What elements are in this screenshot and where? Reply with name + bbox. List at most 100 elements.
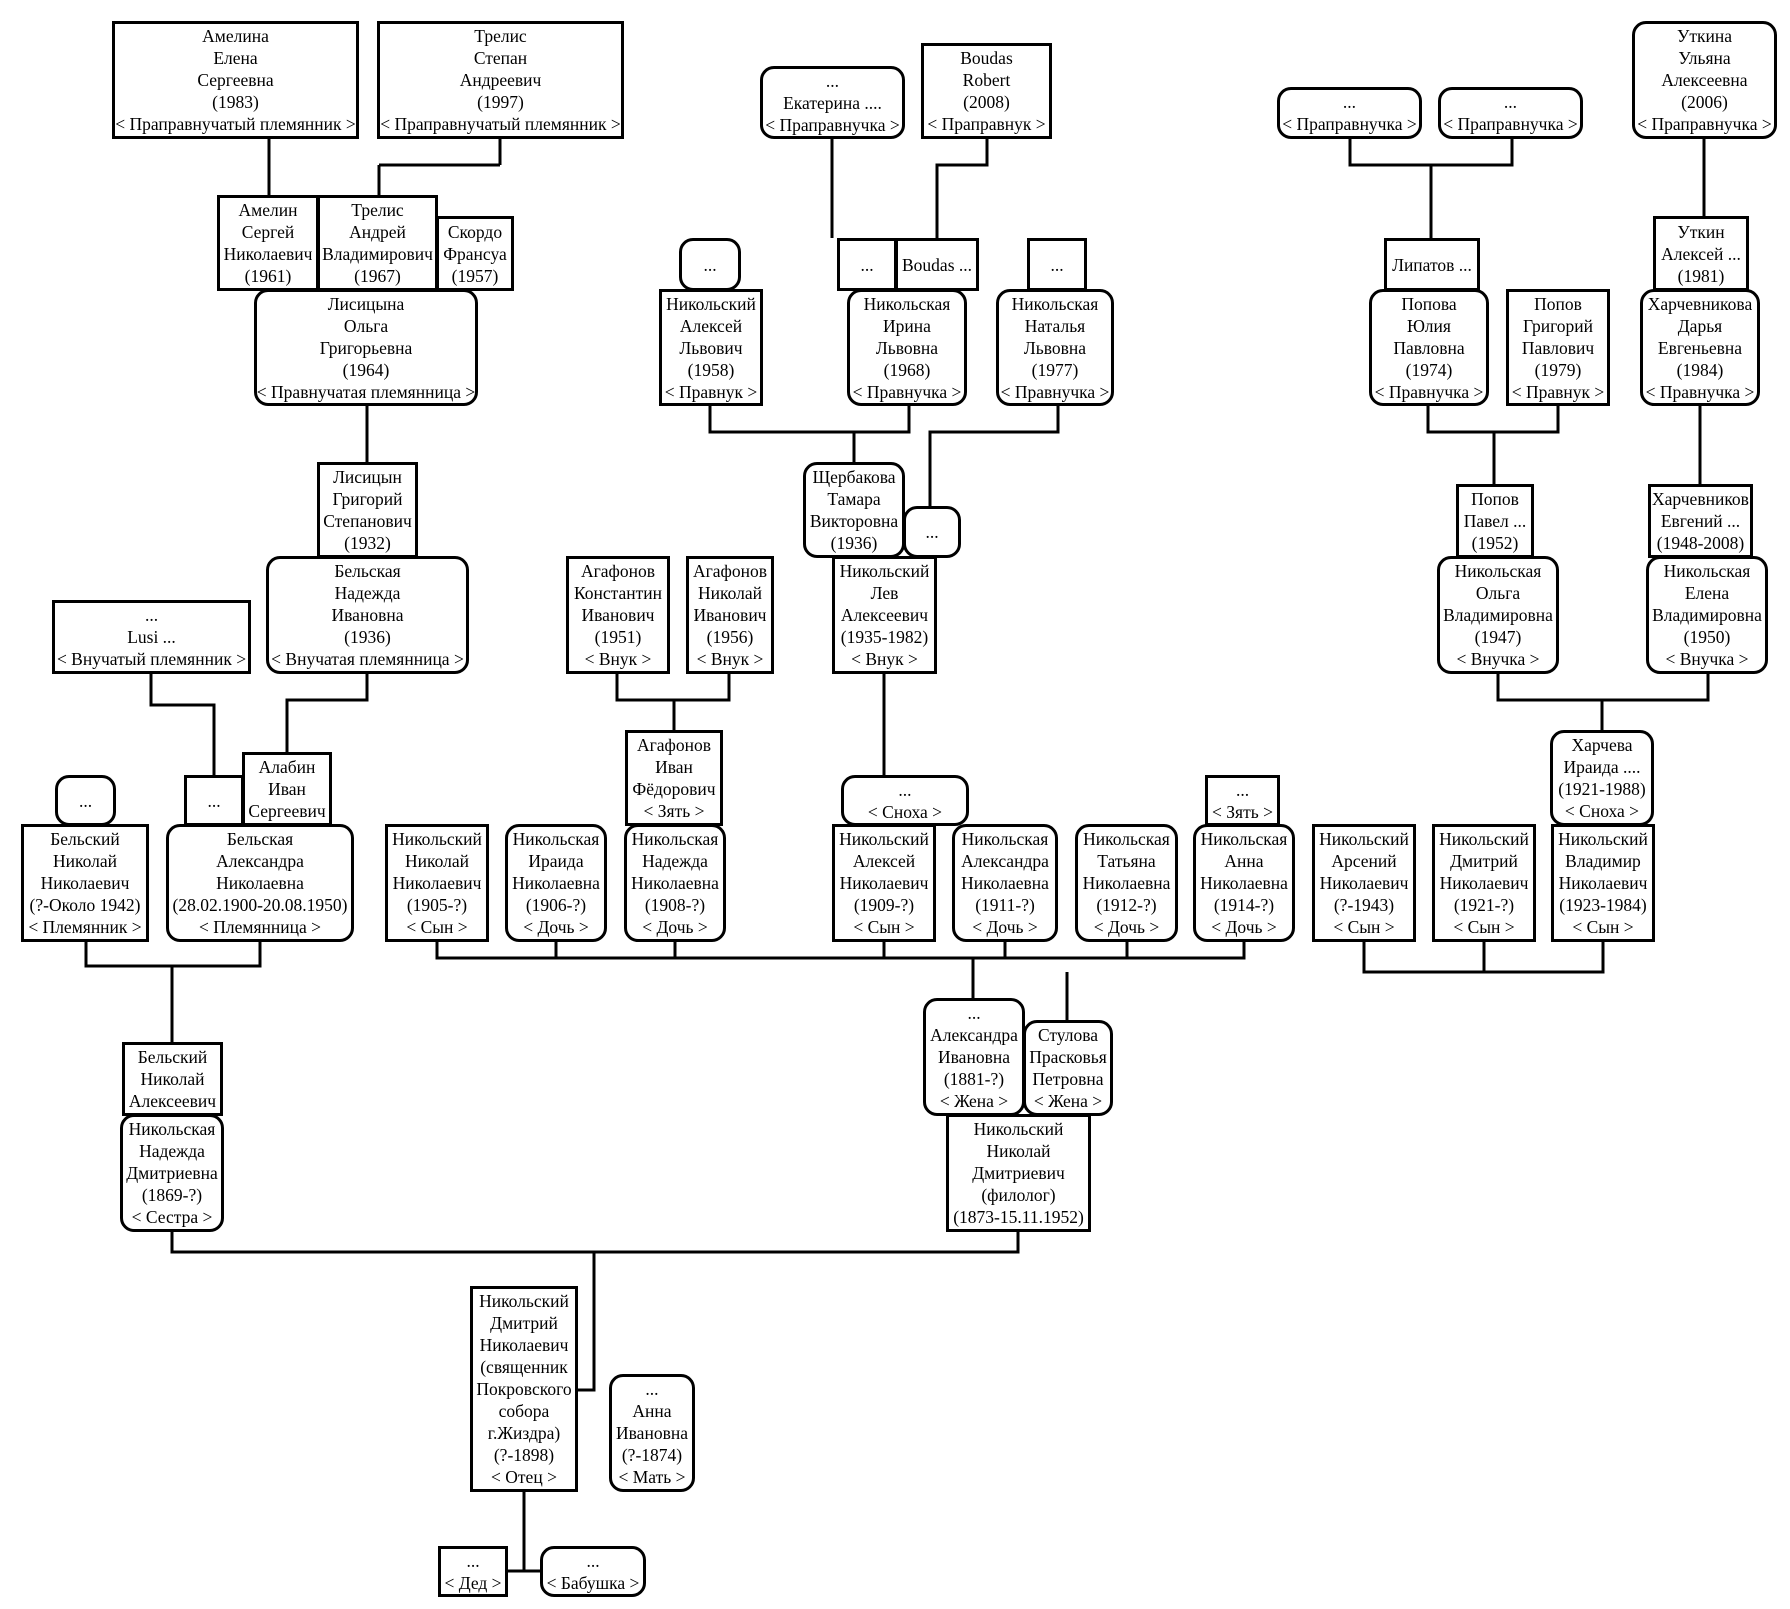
person-nikolsky-dmitry-1921[interactable]: Никольский Дмитрий Николаевич (1921-?) <… — [1432, 824, 1536, 942]
person-nikolsky-nikolay-filolog[interactable]: Никольский Николай Дмитриевич (филолог) … — [946, 1114, 1091, 1232]
person-nikolskaya-iraida[interactable]: Никольская Ираида Николаевна (1906-?) < … — [505, 824, 607, 942]
person-label: ... Lusi ... < Внучатый племянник > — [56, 605, 247, 669]
person-shcherbakova-tamara[interactable]: Щербакова Тамара Викторовна (1936) — [803, 462, 905, 558]
person-ded[interactable]: ... < Дед > — [438, 1546, 508, 1597]
person-zyat-anna[interactable]: ... < Зять > — [1205, 775, 1280, 826]
person-label: Попов Григорий Павлович (1979) < Правнук… — [1511, 293, 1605, 402]
spouse-of-irina-1[interactable]: ... — [837, 238, 897, 291]
person-nikolskaya-nadezhda-1869[interactable]: Никольская Надежда Дмитриевна (1869-?) <… — [120, 1114, 224, 1232]
person-label: Никольская Наталья Львовна (1977) < Прав… — [1000, 293, 1110, 402]
person-agafonov-konstantin[interactable]: Агафонов Константин Иванович (1951) < Вн… — [566, 556, 670, 674]
person-kharchevnikova-darya[interactable]: Харчевникова Дарья Евгеньевна (1984) < П… — [1640, 289, 1760, 406]
person-trelis-stepan[interactable]: Трелис Степан Андреевич (1997) < Праправ… — [377, 21, 624, 139]
person-label: ... — [860, 254, 874, 275]
person-nikolsky-aleksey-1909[interactable]: Никольский Алексей Николаевич (1909-?) <… — [832, 824, 936, 942]
person-popov-pavel[interactable]: Попов Павел ... (1952) — [1456, 484, 1534, 558]
person-label: Никольская Елена Владимировна (1950) < В… — [1652, 561, 1762, 669]
person-label: Boudas Robert (2008) < Праправнук > — [927, 48, 1046, 134]
person-nikolsky-nikolay-1905[interactable]: Никольский Николай Николаевич (1905-?) <… — [385, 824, 489, 942]
person-lisitsyna-olga[interactable]: Лисицына Ольга Григорьевна (1964) < Прав… — [254, 289, 478, 406]
person-label: Бельская Надежда Ивановна (1936) < Внуча… — [271, 561, 464, 669]
person-prapravnuchka-1[interactable]: ... < Праправнучка > — [1277, 87, 1422, 139]
person-label: Скордо Франсуа (1957) — [443, 221, 507, 286]
person-label: Агафонов Иван Фёдорович < Зять > — [632, 735, 716, 821]
person-stulova-praskovya[interactable]: Стулова Прасковья Петровна < Жена > — [1023, 1020, 1113, 1116]
person-label: ... Анна Ивановна (?-1874) < Мать > — [616, 1379, 688, 1487]
person-snokha-aleksey[interactable]: ... < Сноха > — [841, 775, 969, 826]
person-nikolskaya-aleksandra-1911[interactable]: Никольская Александра Николаевна (1911-?… — [952, 824, 1058, 942]
person-utkina-ulyana[interactable]: Уткина Ульяна Алексеевна (2006) < Прапра… — [1632, 21, 1777, 139]
person-belsky-nikolay-nikolaevich[interactable]: Бельский Николай Николаевич (?-Около 194… — [21, 824, 149, 942]
person-nikolskaya-anna[interactable]: Никольская Анна Николаевна (1914-?) < До… — [1193, 824, 1295, 942]
person-popova-yuliya[interactable]: Попова Юлия Павловна (1974) < Правнучка … — [1369, 289, 1489, 406]
person-nikolskaya-irina[interactable]: Никольская Ирина Львовна (1968) < Правну… — [847, 289, 967, 406]
spouse-of-aleksandra-1[interactable]: ... — [184, 775, 244, 826]
person-aleksandra-ivanovna[interactable]: ... Александра Ивановна (1881-?) < Жена … — [923, 998, 1025, 1116]
person-kharchevnikov-evgeny[interactable]: Харчевников Евгений ... (1948-2008) — [1648, 484, 1753, 558]
person-label: Никольская Надежда Николаевна (1908-?) <… — [631, 829, 719, 937]
person-agafonov-ivan[interactable]: Агафонов Иван Фёдорович < Зять > — [625, 730, 723, 826]
spouse-of-lev-2[interactable]: ... — [903, 506, 961, 558]
person-label: Агафонов Константин Иванович (1951) < Вн… — [573, 561, 663, 669]
person-alabin-ivan[interactable]: Алабин Иван Сергеевич — [242, 752, 332, 826]
person-amelin-sergey[interactable]: Амелин Сергей Николаевич (1961) — [217, 195, 319, 291]
person-label: Бельский Николай Николаевич (?-Около 194… — [28, 829, 142, 937]
person-utkin-aleksey[interactable]: Уткин Алексей ... (1981) — [1653, 216, 1749, 291]
person-label: Попова Юлия Павловна (1974) < Правнучка … — [1374, 293, 1484, 402]
person-label: ... — [1050, 254, 1064, 275]
person-belskaya-nadezhda-1936[interactable]: Бельская Надежда Ивановна (1936) < Внуча… — [266, 556, 469, 674]
spouse-of-aleksey-1958[interactable]: ... — [679, 238, 741, 291]
person-amelina-elena[interactable]: Амелина Елена Сергеевна (1983) < Праправ… — [112, 21, 359, 139]
person-lipatov[interactable]: Липатов ... — [1384, 238, 1480, 291]
person-label: Трелис Степан Андреевич (1997) < Праправ… — [380, 26, 621, 134]
person-lisitsyn-grigory[interactable]: Лисицын Григорий Степанович (1932) — [317, 462, 418, 558]
person-anna-ivanovna[interactable]: ... Анна Ивановна (?-1874) < Мать > — [609, 1374, 695, 1492]
person-boudas-robert[interactable]: Boudas Robert (2008) < Праправнук > — [921, 43, 1052, 139]
person-lusi[interactable]: ... Lusi ... < Внучатый племянник > — [52, 600, 251, 674]
person-belskaya-aleksandra[interactable]: Бельская Александра Николаевна (28.02.19… — [166, 824, 354, 942]
connector-line — [84, 942, 262, 1042]
connector-line — [285, 674, 369, 752]
connector-line — [1496, 674, 1710, 730]
person-nikolskaya-olga[interactable]: Никольская Ольга Владимировна (1947) < В… — [1437, 556, 1559, 674]
person-ekaterina[interactable]: ... Екатерина .... < Праправнучка > — [760, 66, 905, 139]
person-kharcheva-iraida[interactable]: Харчева Ираида .... (1921-1988) < Сноха … — [1550, 730, 1654, 826]
person-belsky-nikolay-alekseevich[interactable]: Бельский Николай Алексеевич — [122, 1042, 223, 1116]
connector-line — [508, 1492, 540, 1573]
person-label: Харчевников Евгений ... (1948-2008) — [1652, 489, 1749, 553]
person-skordo-fransua[interactable]: Скордо Франсуа (1957) — [436, 216, 514, 291]
person-nikolskaya-elena[interactable]: Никольская Елена Владимировна (1950) < В… — [1646, 556, 1768, 674]
connector-line — [615, 674, 731, 730]
person-nikolsky-dmitry-father[interactable]: Никольский Дмитрий Николаевич (священник… — [470, 1286, 578, 1492]
person-label: Уткина Ульяна Алексеевна (2006) < Прапра… — [1637, 26, 1772, 134]
person-nikolsky-vladimir[interactable]: Никольский Владимир Николаевич (1923-198… — [1551, 824, 1655, 942]
person-label: Никольский Дмитрий Николаевич (1921-?) <… — [1439, 829, 1529, 937]
connector-line — [928, 406, 1060, 506]
connector-line — [1348, 139, 1514, 238]
person-label: Никольская Александра Николаевна (1911-?… — [961, 829, 1049, 937]
person-babushka[interactable]: ... < Бабушка > — [540, 1546, 646, 1597]
person-nikolskaya-nadezhda-1908[interactable]: Никольская Надежда Николаевна (1908-?) <… — [624, 824, 726, 942]
person-label: Лисицын Григорий Степанович (1932) — [323, 467, 412, 553]
person-trelis-andrey[interactable]: Трелис Андрей Владимирович (1967) — [317, 195, 438, 291]
person-label: Амелина Елена Сергеевна (1983) < Праправ… — [115, 26, 356, 134]
person-nikolsky-arseny[interactable]: Никольский Арсений Николаевич (?-1943) <… — [1312, 824, 1416, 942]
spouse-of-natalya[interactable]: ... — [1027, 238, 1087, 291]
person-label: Липатов ... — [1392, 254, 1472, 275]
spouse-of-belsky-nikolay[interactable]: ... — [55, 775, 116, 826]
person-label: ... — [207, 790, 221, 811]
person-label: Никольская Ираида Николаевна (1906-?) < … — [512, 829, 600, 937]
person-label: Никольский Лев Алексеевич (1935-1982) < … — [839, 561, 930, 669]
person-nikolskaya-natalya[interactable]: Никольская Наталья Львовна (1977) < Прав… — [996, 289, 1114, 406]
person-nikolsky-lev[interactable]: Никольский Лев Алексеевич (1935-1982) < … — [832, 556, 937, 674]
connector-line — [830, 139, 989, 238]
person-label: ... < Зять > — [1212, 779, 1273, 822]
person-nikolsky-aleksey-1958[interactable]: Никольский Алексей Львович (1958) < Прав… — [659, 289, 763, 406]
person-nikolskaya-tatyana[interactable]: Никольская Татьяна Николаевна (1912-?) <… — [1075, 824, 1178, 942]
person-label: Никольская Ирина Львовна (1968) < Правну… — [852, 293, 962, 402]
person-boudas[interactable]: Boudas ... — [895, 238, 979, 291]
person-label: Бельский Николай Алексеевич — [128, 1047, 217, 1111]
person-popov-grigory[interactable]: Попов Григорий Павлович (1979) < Правнук… — [1506, 289, 1610, 406]
person-agafonov-nikolay[interactable]: Агафонов Николай Иванович (1956) < Внук … — [686, 556, 774, 674]
person-prapravnuchka-2[interactable]: ... < Праправнучка > — [1438, 87, 1583, 139]
